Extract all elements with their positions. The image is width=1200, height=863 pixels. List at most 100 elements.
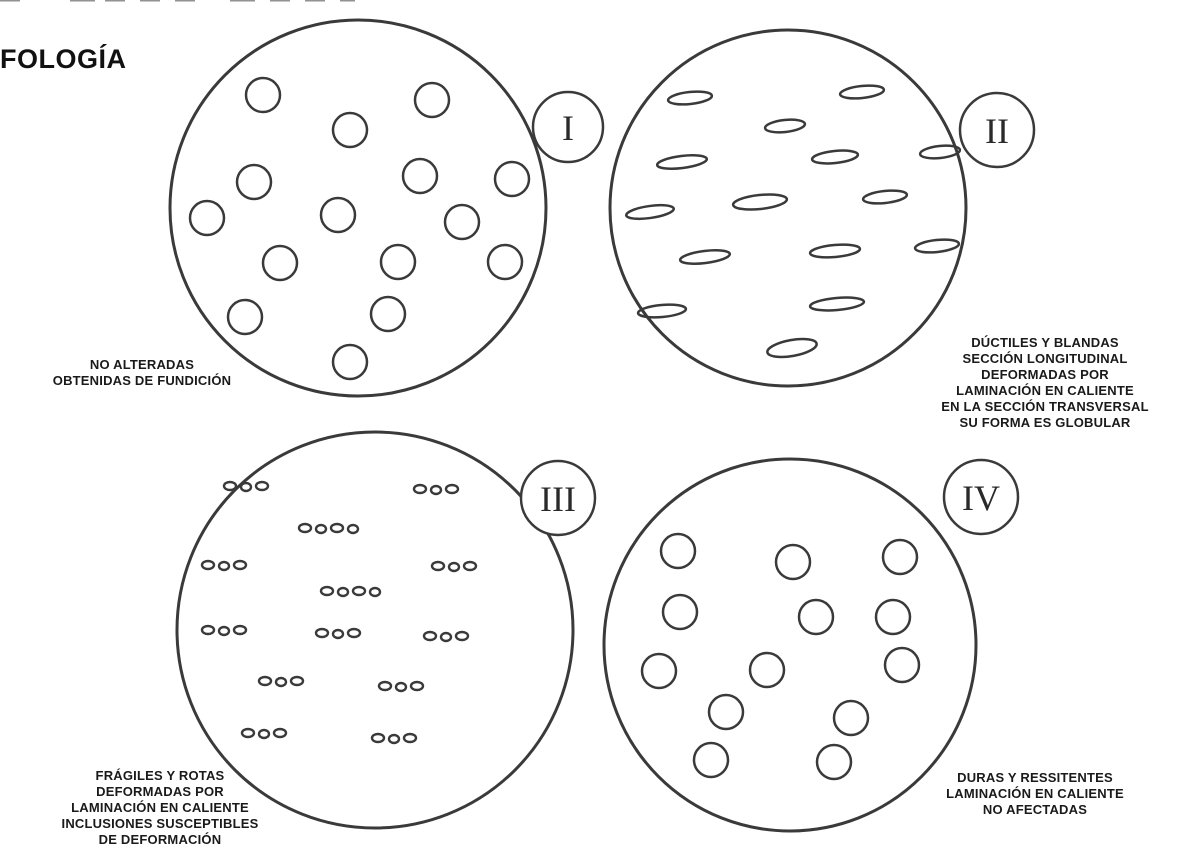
inclusion (656, 153, 707, 171)
inclusion (190, 201, 224, 235)
caption-line: OBTENIDAS DE FUNDICIÓN (22, 373, 262, 389)
inclusions-panel-4 (642, 534, 919, 779)
inclusion (732, 192, 787, 212)
inclusion (371, 297, 405, 331)
inclusion-fragment (441, 633, 451, 641)
inclusion-fragment (234, 626, 246, 634)
inclusion-fragment (202, 626, 214, 634)
inclusion (799, 600, 833, 634)
inclusion-fragment (379, 682, 391, 690)
inclusion-fragment (241, 483, 251, 491)
inclusion (237, 165, 271, 199)
inclusion-fragment (219, 627, 229, 635)
inclusion (766, 336, 818, 360)
panel-1: I (170, 20, 603, 396)
inclusion-fragment (370, 588, 380, 596)
micrograph-circle-1 (170, 20, 546, 396)
inclusion (834, 701, 868, 735)
caption-line: INCLUSIONES SUSCEPTIBLES (40, 816, 280, 832)
inclusion (263, 246, 297, 280)
inclusion-fragment (338, 588, 348, 596)
caption-line: SECCIÓN LONGITUDINAL (915, 351, 1175, 367)
inclusion-fragment (242, 729, 254, 737)
inclusion-fragment (331, 524, 343, 532)
inclusion (488, 245, 522, 279)
caption-line: NO ALTERADAS (22, 357, 262, 373)
inclusion (667, 90, 712, 107)
inclusion-fragment (424, 632, 436, 640)
caption-line: DÚCTILES Y BLANDAS (915, 335, 1175, 351)
caption-line: LAMINACIÓN EN CALIENTE (905, 786, 1165, 802)
inclusion (321, 198, 355, 232)
numeral-label-3: III (540, 479, 576, 519)
panel-2: II (610, 30, 1034, 386)
inclusion (811, 149, 858, 166)
inclusion-fragment (224, 482, 236, 490)
inclusion (709, 695, 743, 729)
inclusion (333, 113, 367, 147)
inclusions-panel-1 (190, 78, 529, 379)
inclusion (694, 743, 728, 777)
inclusions-panel-3 (202, 482, 476, 743)
inclusion-fragment (414, 485, 426, 493)
inclusion (415, 83, 449, 117)
inclusion-fragment (276, 678, 286, 686)
inclusion (228, 300, 262, 334)
caption-line: DEFORMADAS POR (915, 367, 1175, 383)
inclusion (445, 205, 479, 239)
numeral-label-2: II (985, 111, 1009, 151)
inclusion-fragment (396, 683, 406, 691)
caption-line: NO AFECTADAS (905, 802, 1165, 818)
inclusion (642, 654, 676, 688)
inclusion (663, 595, 697, 629)
caption-line: LAMINACIÓN EN CALIENTE (40, 800, 280, 816)
inclusion (810, 243, 861, 259)
inclusion (839, 84, 884, 101)
inclusion-fragment (446, 485, 458, 493)
inclusion-fragment (259, 677, 271, 685)
inclusion (862, 189, 907, 206)
caption-line: LAMINACIÓN EN CALIENTE (915, 383, 1175, 399)
inclusion-fragment (348, 629, 360, 637)
inclusion (495, 162, 529, 196)
caption-line: FRÁGILES Y ROTAS (40, 768, 280, 784)
caption-line: EN LA SECCIÓN TRANSVERSAL (915, 399, 1175, 415)
inclusion (817, 745, 851, 779)
page-title: FOLOGÍA (0, 44, 127, 75)
numeral-label-4: IV (962, 478, 1000, 518)
inclusion (403, 159, 437, 193)
inclusion-fragment (219, 562, 229, 570)
inclusion-fragment (321, 587, 333, 595)
inclusion (885, 648, 919, 682)
inclusion-fragment (348, 525, 358, 533)
caption-line: DE DEFORMACIÓN (40, 832, 280, 848)
inclusion-fragment (333, 630, 343, 638)
inclusion (661, 534, 695, 568)
caption-line: DURAS Y RESSITENTES (905, 770, 1165, 786)
inclusion (679, 248, 730, 266)
inclusion (914, 238, 959, 255)
inclusion-fragment (404, 734, 416, 742)
inclusion-fragment (353, 587, 365, 595)
inclusion (638, 303, 687, 319)
inclusion-fragment (431, 486, 441, 494)
inclusion-fragment (316, 629, 328, 637)
inclusion (919, 144, 960, 160)
inclusion-fragment (202, 561, 214, 569)
inclusion (883, 540, 917, 574)
numeral-label-1: I (562, 108, 574, 148)
inclusion-fragment (234, 561, 246, 569)
inclusion (333, 345, 367, 379)
inclusion-fragment (316, 525, 326, 533)
inclusion-fragment (259, 730, 269, 738)
micrograph-circle-2 (610, 30, 966, 386)
caption-line: SU FORMA ES GLOBULAR (915, 415, 1175, 431)
inclusion-fragment (389, 735, 399, 743)
inclusion (246, 78, 280, 112)
inclusion-fragment (432, 562, 444, 570)
